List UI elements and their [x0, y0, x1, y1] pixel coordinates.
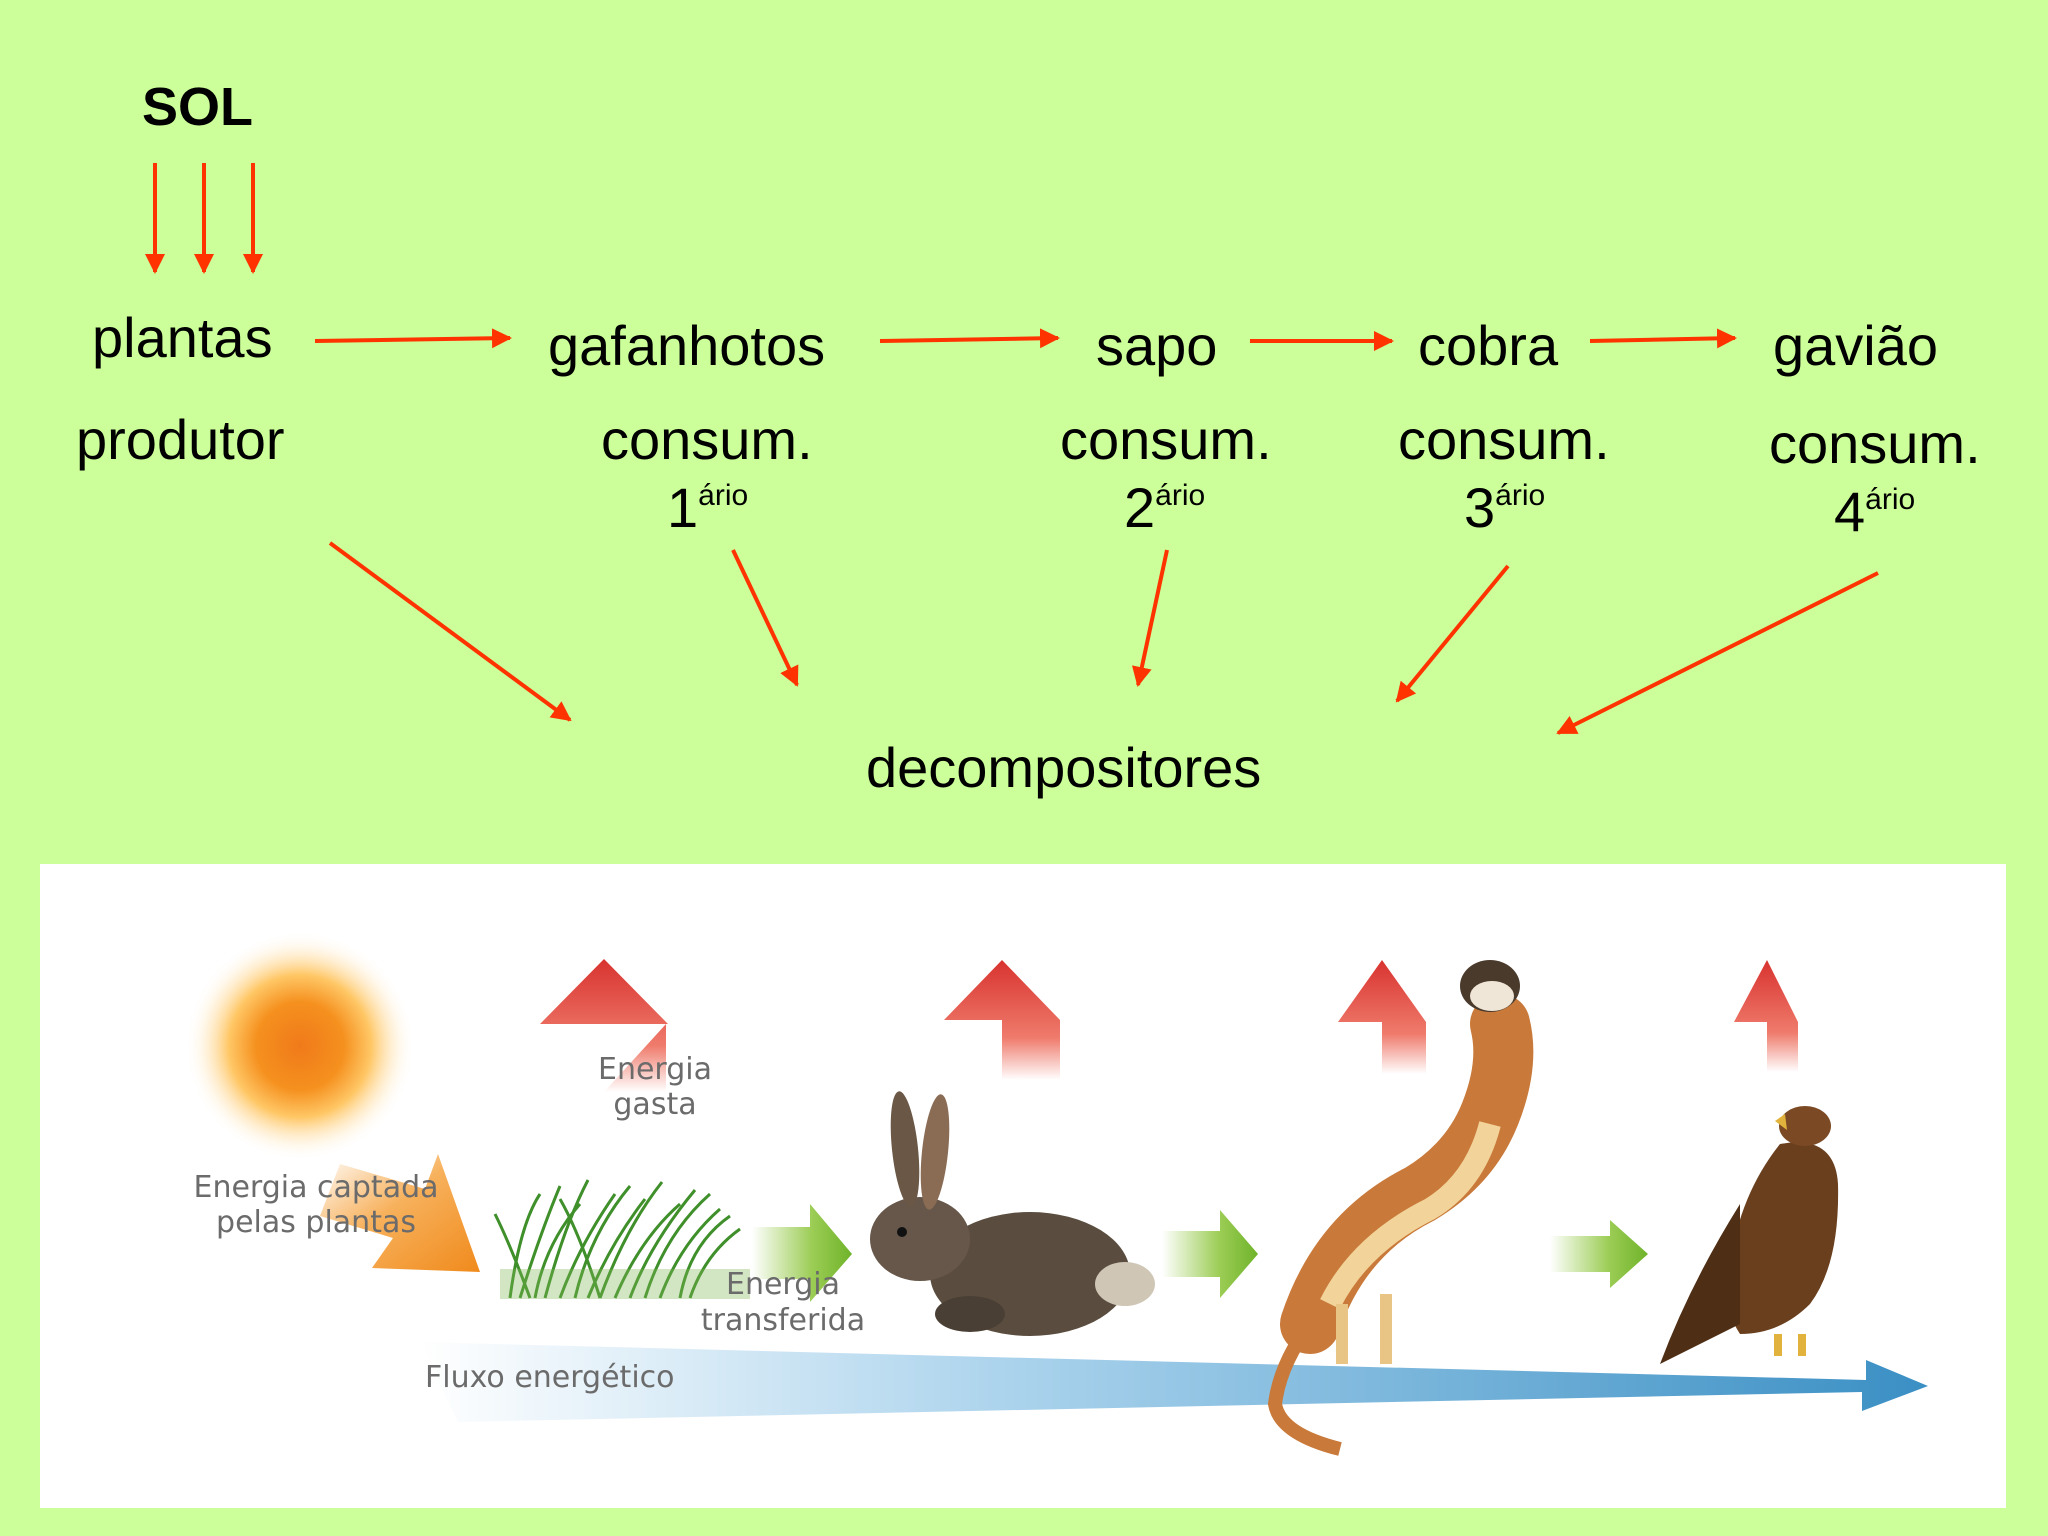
order-consumer-2: 2ário: [1124, 480, 1205, 536]
flow-arrow-gafanhotos-sapo: [879, 328, 1060, 349]
order-suffix: ário: [698, 479, 749, 512]
transferred-energy-line1: Energia: [726, 1267, 840, 1302]
energy-flow-label: Fluxo energético: [425, 1360, 675, 1395]
food-chain-arrows: [145, 163, 1879, 735]
order-consumer-4: 4ário: [1834, 484, 1915, 540]
transferred-energy-line2: transferida: [701, 1303, 865, 1338]
flow-arrow-plantas-gafanhotos: [314, 328, 512, 349]
order-consumer-1: 1ário: [667, 480, 748, 536]
decomposition-arrow-consumer-1: [731, 549, 799, 687]
sun-icon: [185, 931, 415, 1161]
transfer-arrow: [1162, 1210, 1258, 1298]
captured-energy-arrow: [320, 1154, 480, 1272]
eagle-icon: [1660, 1106, 1839, 1364]
energy-flow-illustration: Energia captada pelas plantas Energia ga…: [40, 864, 2006, 1508]
sun-label: SOL: [142, 77, 254, 137]
role-consumer-2: consum.: [1060, 408, 1272, 471]
decomposition-arrow-plantas: [328, 541, 572, 722]
spent-energy-arrow: [1734, 960, 1798, 1072]
transfer-arrow: [752, 1204, 852, 1302]
role-consumer-3: consum.: [1398, 408, 1610, 471]
transfer-arrow: [1550, 1220, 1648, 1288]
organism-gafanhotos: gafanhotos: [548, 314, 826, 377]
spent-energy-line2: gasta: [613, 1087, 696, 1122]
role-consumer-1: consum.: [601, 408, 813, 471]
energy-flow-figure: Energia captada pelas plantas Energia ga…: [185, 931, 1928, 1456]
decomposition-arrow-consumer-2: [1132, 549, 1169, 687]
order-number: 1: [667, 476, 699, 539]
spent-energy-arrow: [944, 960, 1060, 1080]
spent-energy-arrow: [1338, 960, 1426, 1074]
organism-gaviao: gavião: [1773, 314, 1939, 377]
order-suffix: ário: [1155, 479, 1206, 512]
grass-icon: [493, 1179, 741, 1299]
order-number: 3: [1464, 476, 1496, 539]
energy-flow-arrow: [420, 1342, 1928, 1422]
decomposition-arrow-consumer-3: [1395, 564, 1510, 703]
role-produtor: produtor: [76, 408, 285, 471]
organism-sapo: sapo: [1096, 314, 1218, 377]
spent-energy-line1: Energia: [598, 1052, 712, 1087]
order-number: 2: [1124, 476, 1156, 539]
captured-energy-line2: pelas plantas: [216, 1205, 416, 1240]
order-suffix: ário: [1495, 479, 1546, 512]
order-suffix: ário: [1865, 483, 1916, 516]
organism-plantas: plantas: [92, 306, 273, 369]
decomposers-label: decompositores: [866, 736, 1262, 799]
decomposition-arrow-consumer-4: [1556, 571, 1879, 735]
flow-arrow-cobra-gaviao: [1589, 328, 1737, 349]
organism-cobra: cobra: [1418, 314, 1559, 377]
order-consumer-3: 3ário: [1464, 480, 1545, 536]
order-number: 4: [1834, 480, 1866, 543]
spent-energy-arrow: [540, 959, 668, 1092]
role-consumer-4: consum.: [1769, 412, 1981, 475]
captured-energy-line1: Energia captada: [193, 1170, 438, 1205]
rabbit-icon: [870, 1091, 1155, 1336]
weasel-icon: [1267, 960, 1534, 1456]
